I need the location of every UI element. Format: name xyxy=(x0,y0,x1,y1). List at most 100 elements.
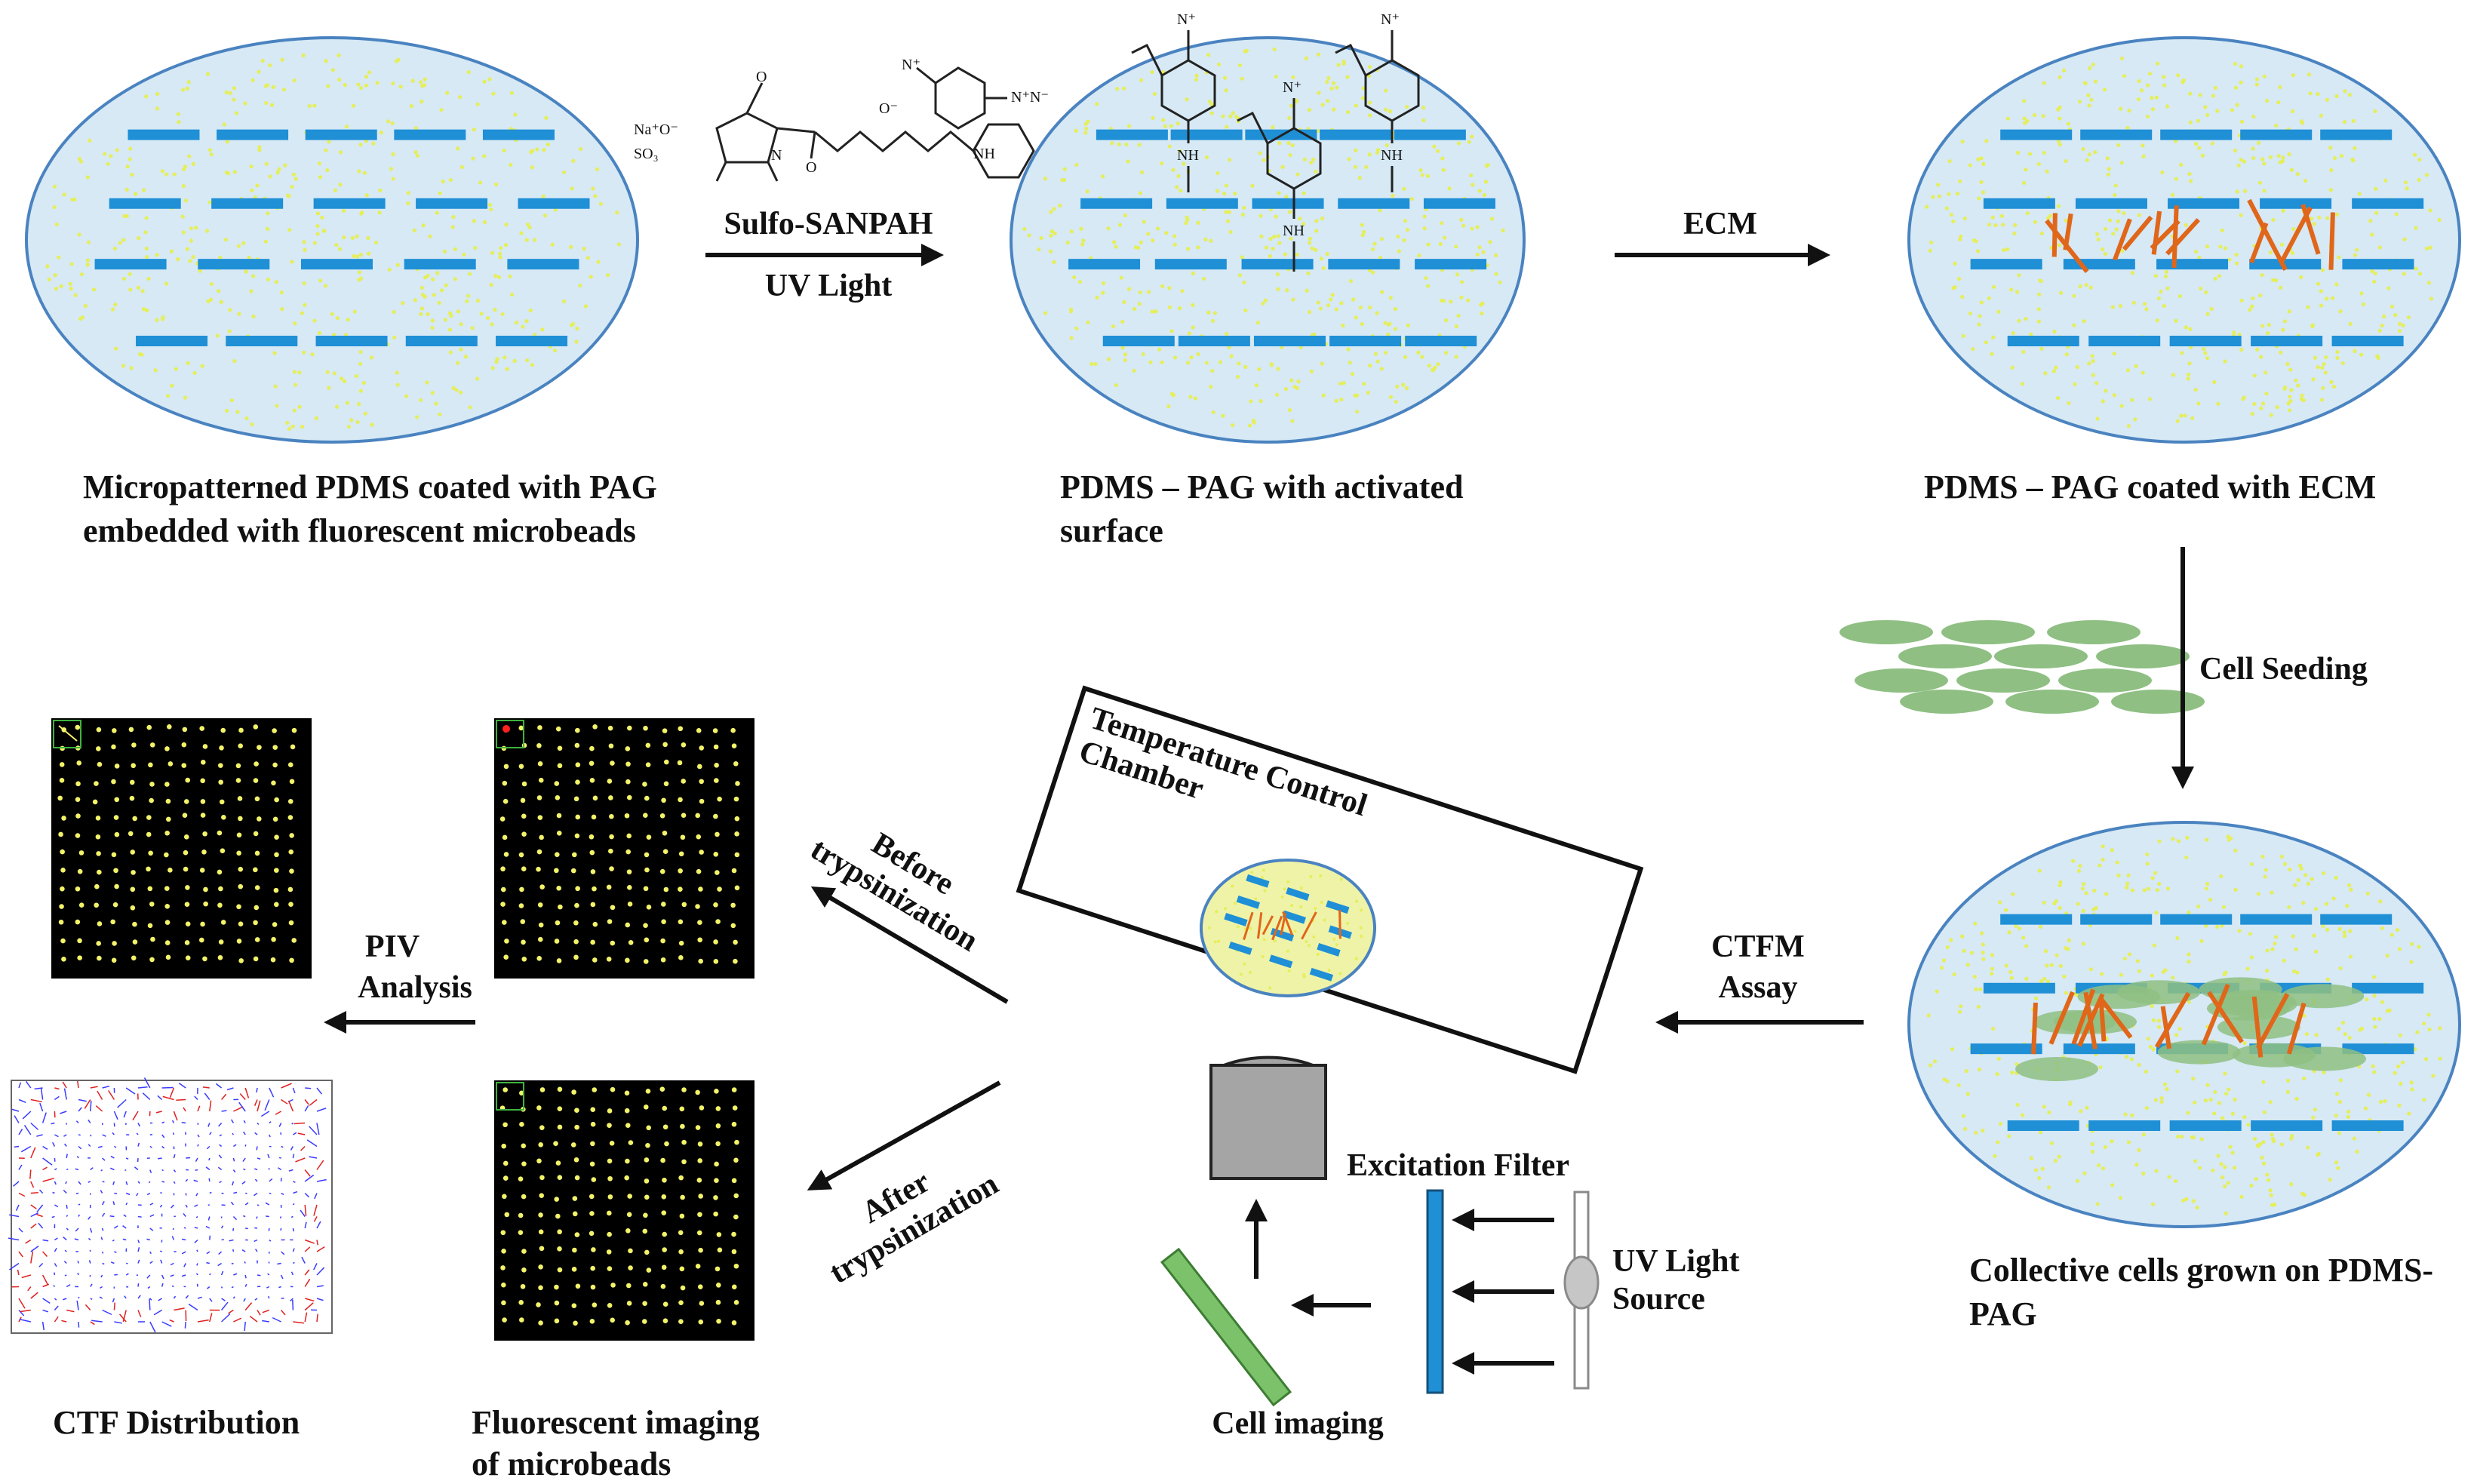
microbead xyxy=(1928,1063,1933,1068)
microbead xyxy=(2401,323,2405,328)
bead-dot xyxy=(148,850,153,856)
microbead xyxy=(493,273,498,278)
microbead xyxy=(2260,1155,2264,1160)
microbead xyxy=(338,150,343,155)
microbead xyxy=(1217,939,1221,943)
microbead xyxy=(1444,351,1449,355)
microbead xyxy=(1368,100,1372,105)
microbead xyxy=(1433,365,1437,370)
microbead xyxy=(1388,109,1393,114)
microbead xyxy=(2257,1142,2263,1147)
microbead xyxy=(487,77,492,81)
bead-dot xyxy=(183,866,189,872)
microbead xyxy=(2337,255,2341,260)
bead-dot xyxy=(679,1266,685,1272)
bead-dot xyxy=(575,1283,581,1289)
traction-vector xyxy=(272,1317,281,1323)
traction-vector xyxy=(149,1227,154,1231)
microbead xyxy=(2162,75,2166,79)
microbead xyxy=(2062,974,2067,979)
microbead xyxy=(218,255,223,260)
microbead xyxy=(1196,245,1200,250)
microbead xyxy=(2076,868,2081,873)
microbead xyxy=(2165,104,2170,109)
bead-dot xyxy=(609,866,614,871)
microbead xyxy=(209,281,214,287)
bead-dot xyxy=(608,795,613,800)
traction-vector xyxy=(8,1237,20,1241)
bead-dot xyxy=(571,1303,577,1308)
microbead xyxy=(2312,933,2316,938)
bead-dot xyxy=(610,940,616,946)
traction-vector xyxy=(30,1192,38,1194)
microbead xyxy=(409,104,414,109)
bead-dot xyxy=(661,1210,667,1215)
microbead xyxy=(350,235,355,241)
microbead xyxy=(1249,399,1253,404)
microbead xyxy=(410,78,415,83)
microbead xyxy=(2057,204,2061,208)
microbead xyxy=(2017,926,2022,931)
bead-dot xyxy=(202,956,207,962)
microbead xyxy=(1302,975,1306,979)
microbead xyxy=(2205,112,2210,118)
microbead xyxy=(1254,897,1258,901)
microbead xyxy=(1167,305,1172,309)
microbead xyxy=(2155,888,2160,893)
bead-dot xyxy=(536,742,542,748)
microbead xyxy=(2357,192,2362,196)
microbead xyxy=(2162,1082,2168,1086)
microbead xyxy=(1136,245,1141,250)
bead-dot xyxy=(696,728,702,733)
traction-vector xyxy=(262,1320,269,1323)
bead-dot xyxy=(571,1267,577,1272)
microbead xyxy=(2058,883,2062,888)
microbead xyxy=(1444,318,1449,323)
microbead xyxy=(1370,247,1375,252)
bead-dot xyxy=(521,866,527,872)
microbead xyxy=(2287,905,2291,910)
microbead xyxy=(2122,73,2127,78)
traction-vector xyxy=(188,1303,198,1311)
bead-dot xyxy=(681,1159,687,1165)
microbead xyxy=(2199,1137,2204,1141)
microbead xyxy=(434,401,438,406)
microbead xyxy=(1302,191,1306,195)
traction-vector xyxy=(233,1191,238,1194)
microbead xyxy=(302,350,306,355)
microbead xyxy=(191,161,195,166)
microbead xyxy=(2210,141,2215,146)
traction-vector xyxy=(60,1111,67,1114)
microbead xyxy=(312,318,317,323)
bead-dot xyxy=(556,885,561,891)
microbead xyxy=(2125,125,2130,130)
traction-vector xyxy=(149,1261,153,1264)
microbead xyxy=(2137,1062,2141,1068)
micropattern-stripe xyxy=(518,198,590,209)
traction-vector xyxy=(42,1178,54,1182)
microbead xyxy=(2036,307,2041,312)
microbead xyxy=(1150,309,1154,314)
microbead xyxy=(1951,219,1956,224)
microbead xyxy=(1438,241,1443,247)
microbead xyxy=(2251,296,2255,301)
bead-dot xyxy=(734,852,740,858)
traction-vector xyxy=(233,1273,238,1276)
traction-vector xyxy=(34,1087,43,1090)
microbead xyxy=(2022,99,2027,103)
bead-dot xyxy=(110,919,115,925)
microbead xyxy=(1289,103,1293,108)
bead-dot xyxy=(289,868,294,874)
traction-vector xyxy=(125,1273,129,1276)
microbead xyxy=(2373,1025,2377,1029)
microbead xyxy=(2064,218,2068,223)
microbead xyxy=(2188,327,2193,331)
microbead xyxy=(432,293,436,297)
bead-dot xyxy=(678,940,684,946)
bead-dot xyxy=(662,1318,668,1323)
bead-dot xyxy=(626,869,632,874)
traction-vector xyxy=(290,1146,294,1151)
bead-dot xyxy=(518,1176,524,1181)
bead-dot xyxy=(200,921,205,927)
traction-vector xyxy=(205,1166,211,1171)
